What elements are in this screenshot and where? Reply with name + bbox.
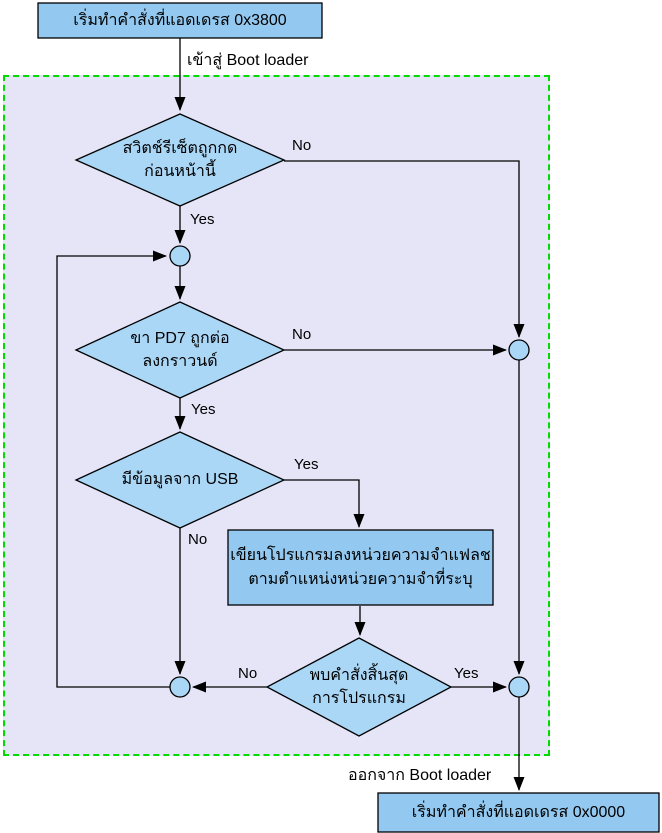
junction-circle-top	[169, 245, 191, 267]
bootloader-region	[3, 75, 550, 756]
junction-circle-right-mid	[508, 339, 530, 361]
decision-usb-shape	[74, 431, 286, 529]
edge-loop-back	[56, 250, 170, 688]
process-flash-shape	[227, 529, 494, 606]
end-node-shape	[377, 792, 660, 833]
edge-reset-no	[284, 160, 525, 338]
start-node-shape	[37, 2, 323, 39]
edge-usb-yes	[284, 479, 365, 528]
junction-circle-bottom-left	[169, 676, 191, 698]
decision-end-shape	[265, 637, 453, 737]
decision-pd7-shape	[74, 301, 286, 399]
junction-circle-bottom-right	[508, 676, 530, 698]
decision-reset-shape	[74, 113, 286, 207]
